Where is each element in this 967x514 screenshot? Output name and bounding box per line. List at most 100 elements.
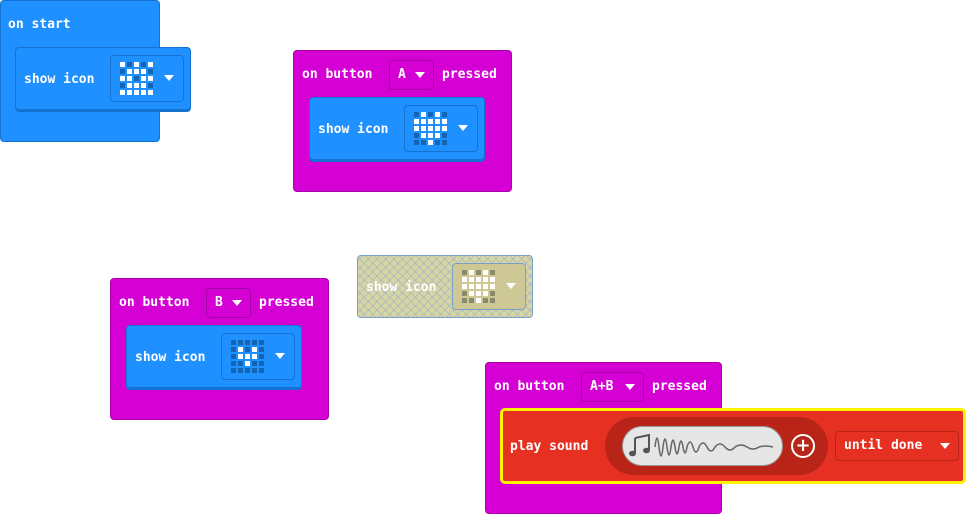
on-button-a-prefix: on button bbox=[302, 67, 373, 82]
led-off bbox=[238, 340, 243, 345]
led-off bbox=[231, 368, 236, 373]
led-off bbox=[245, 347, 250, 352]
led-on bbox=[469, 277, 474, 282]
led-off bbox=[490, 291, 495, 296]
led-on bbox=[442, 119, 447, 124]
until-done-dropdown[interactable]: until done bbox=[835, 431, 959, 461]
led-on bbox=[490, 284, 495, 289]
led-on bbox=[127, 69, 132, 74]
led-off bbox=[252, 368, 257, 373]
led-on bbox=[141, 90, 146, 95]
on-button-ab-suffix: pressed bbox=[652, 379, 707, 394]
led-off bbox=[442, 112, 447, 117]
led-off bbox=[259, 361, 264, 366]
button-a-dropdown-label: A bbox=[398, 67, 406, 82]
led-off bbox=[259, 354, 264, 359]
loose-dropdown-arrow-icon bbox=[506, 283, 516, 289]
led-on bbox=[245, 361, 250, 366]
led-on bbox=[238, 347, 243, 352]
button-a-dropdown[interactable]: A bbox=[389, 60, 434, 90]
on-start-icon-preview bbox=[120, 62, 153, 95]
led-off bbox=[231, 361, 236, 366]
led-off bbox=[442, 140, 447, 145]
led-off bbox=[490, 270, 495, 275]
led-off bbox=[428, 112, 433, 117]
led-on bbox=[435, 119, 440, 124]
led-off bbox=[414, 112, 419, 117]
plus-icon: + bbox=[795, 435, 811, 456]
led-off bbox=[141, 62, 146, 67]
button-a-show-icon-label: show icon bbox=[318, 122, 389, 137]
music-note-icon bbox=[629, 433, 650, 457]
led-on bbox=[120, 62, 125, 67]
led-on bbox=[134, 83, 139, 88]
led-on bbox=[252, 347, 257, 352]
until-done-arrow-icon bbox=[940, 443, 950, 449]
button-b-dropdown-label: B bbox=[215, 295, 223, 310]
play-sound-label: play sound bbox=[510, 439, 589, 454]
add-parameter-button[interactable]: + bbox=[791, 434, 815, 458]
led-off bbox=[231, 347, 236, 352]
led-off bbox=[442, 133, 447, 138]
on-button-b-suffix: pressed bbox=[259, 295, 314, 310]
button-a-dropdown-arrow-icon bbox=[415, 72, 425, 78]
led-on bbox=[462, 277, 467, 282]
button-a-dropdown-arrow-icon-2 bbox=[458, 125, 468, 131]
sound-waveform-button[interactable] bbox=[622, 426, 783, 466]
led-off bbox=[435, 140, 440, 145]
led-off bbox=[414, 133, 419, 138]
led-on bbox=[483, 277, 488, 282]
led-off bbox=[469, 298, 474, 303]
led-on bbox=[435, 112, 440, 117]
led-on bbox=[421, 126, 426, 131]
led-on bbox=[252, 354, 257, 359]
on-start-dropdown-arrow-icon bbox=[164, 75, 174, 81]
led-on bbox=[469, 291, 474, 296]
on-button-ab-prefix: on button bbox=[494, 379, 565, 394]
led-on bbox=[421, 112, 426, 117]
led-off bbox=[414, 140, 419, 145]
led-on bbox=[127, 90, 132, 95]
led-on bbox=[428, 140, 433, 145]
led-off bbox=[127, 62, 132, 67]
led-on bbox=[469, 284, 474, 289]
led-on bbox=[435, 126, 440, 131]
on-start-label: on start bbox=[8, 17, 71, 32]
led-off bbox=[148, 83, 153, 88]
led-on bbox=[134, 69, 139, 74]
led-off bbox=[462, 298, 467, 303]
on-button-a-suffix: pressed bbox=[442, 67, 497, 82]
led-on bbox=[476, 284, 481, 289]
led-on bbox=[414, 119, 419, 124]
led-off bbox=[490, 298, 495, 303]
button-ab-dropdown-label: A+B bbox=[590, 379, 614, 394]
led-on bbox=[120, 76, 125, 81]
led-on bbox=[148, 90, 153, 95]
led-on bbox=[134, 62, 139, 67]
button-ab-dropdown[interactable]: A+B bbox=[581, 372, 644, 402]
led-on bbox=[483, 291, 488, 296]
led-off bbox=[259, 340, 264, 345]
led-off bbox=[245, 340, 250, 345]
led-on bbox=[462, 284, 467, 289]
led-on bbox=[476, 298, 481, 303]
led-on bbox=[148, 76, 153, 81]
on-button-b-prefix: on button bbox=[119, 295, 190, 310]
led-off bbox=[421, 140, 426, 145]
led-on bbox=[120, 90, 125, 95]
led-off bbox=[259, 347, 264, 352]
led-on bbox=[414, 126, 419, 131]
led-off bbox=[259, 368, 264, 373]
led-on bbox=[238, 354, 243, 359]
on-start-show-icon-label: show icon bbox=[24, 72, 95, 87]
loose-icon-preview bbox=[462, 270, 495, 303]
button-ab-dropdown-arrow-icon bbox=[625, 384, 635, 390]
waveform-icon bbox=[654, 437, 774, 457]
led-off bbox=[231, 354, 236, 359]
led-on bbox=[442, 126, 447, 131]
button-b-dropdown[interactable]: B bbox=[206, 288, 251, 318]
button-b-icon-preview bbox=[231, 340, 264, 373]
led-on bbox=[421, 133, 426, 138]
led-on bbox=[435, 133, 440, 138]
led-off bbox=[231, 340, 236, 345]
